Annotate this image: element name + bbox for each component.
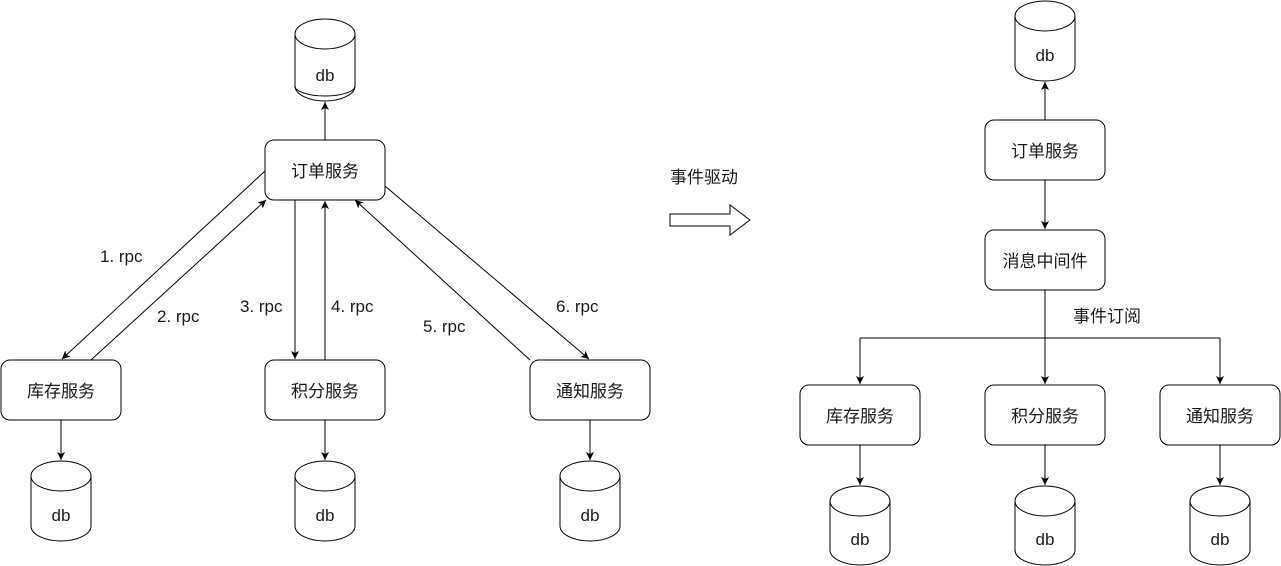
notify-service-label: 通知服务 xyxy=(556,382,624,402)
notify-service-label: 通知服务 xyxy=(1186,407,1254,427)
event-subscribe-label: 事件订阅 xyxy=(1073,307,1141,327)
event-driven-label: 事件驱动 xyxy=(670,168,738,188)
db-label: db xyxy=(1036,46,1055,65)
rpc-label-4: 4. rpc xyxy=(331,297,374,316)
block-arrow-right-icon xyxy=(669,204,751,236)
points-service-label: 积分服务 xyxy=(1011,407,1079,427)
right-order-db: db xyxy=(1014,0,1076,82)
db-label: db xyxy=(1211,530,1230,549)
right-inventory-service[interactable]: 库存服务 xyxy=(799,384,921,446)
rpc-edge-1 xyxy=(61,170,266,360)
right-notify-service[interactable]: 通知服务 xyxy=(1159,384,1281,446)
right-inventory-db: db xyxy=(829,485,891,566)
left-points-service[interactable]: 积分服务 xyxy=(264,359,386,421)
rpc-label-1: 1. rpc xyxy=(100,247,143,266)
right-notify-db: db xyxy=(1189,485,1251,566)
left-points-db: db xyxy=(294,460,356,542)
rpc-label-3: 3. rpc xyxy=(240,297,283,316)
db-label: db xyxy=(52,506,71,525)
rpc-edge-5 xyxy=(354,199,531,361)
db-label: db xyxy=(581,506,600,525)
rpc-label-5: 5. rpc xyxy=(423,317,466,336)
message-middleware[interactable]: 消息中间件 xyxy=(984,229,1106,291)
rpc-edge-6 xyxy=(384,185,590,360)
left-inventory-db: db xyxy=(30,460,92,542)
db-label: db xyxy=(851,530,870,549)
inventory-service-label: 库存服务 xyxy=(27,382,95,402)
right-points-db: db xyxy=(1014,485,1076,566)
order-service-label: 订单服务 xyxy=(291,162,359,182)
rpc-edge-2 xyxy=(90,199,267,361)
left-order-service[interactable]: 订单服务 xyxy=(264,139,386,201)
rpc-label-2: 2. rpc xyxy=(157,307,200,326)
db-label: db xyxy=(1036,530,1055,549)
left-order-db: db xyxy=(294,18,356,102)
points-service-label: 积分服务 xyxy=(291,382,359,402)
db-label: db xyxy=(316,506,335,525)
right-points-service[interactable]: 积分服务 xyxy=(984,384,1106,446)
middleware-label: 消息中间件 xyxy=(1003,252,1088,272)
rpc-label-6: 6. rpc xyxy=(556,297,599,316)
inventory-service-label: 库存服务 xyxy=(826,407,894,427)
left-notify-service[interactable]: 通知服务 xyxy=(529,359,651,421)
order-service-label: 订单服务 xyxy=(1011,142,1079,162)
left-inventory-service[interactable]: 库存服务 xyxy=(0,359,122,421)
right-order-service[interactable]: 订单服务 xyxy=(984,119,1106,181)
left-notify-db: db xyxy=(559,460,621,542)
db-label: db xyxy=(316,66,335,85)
